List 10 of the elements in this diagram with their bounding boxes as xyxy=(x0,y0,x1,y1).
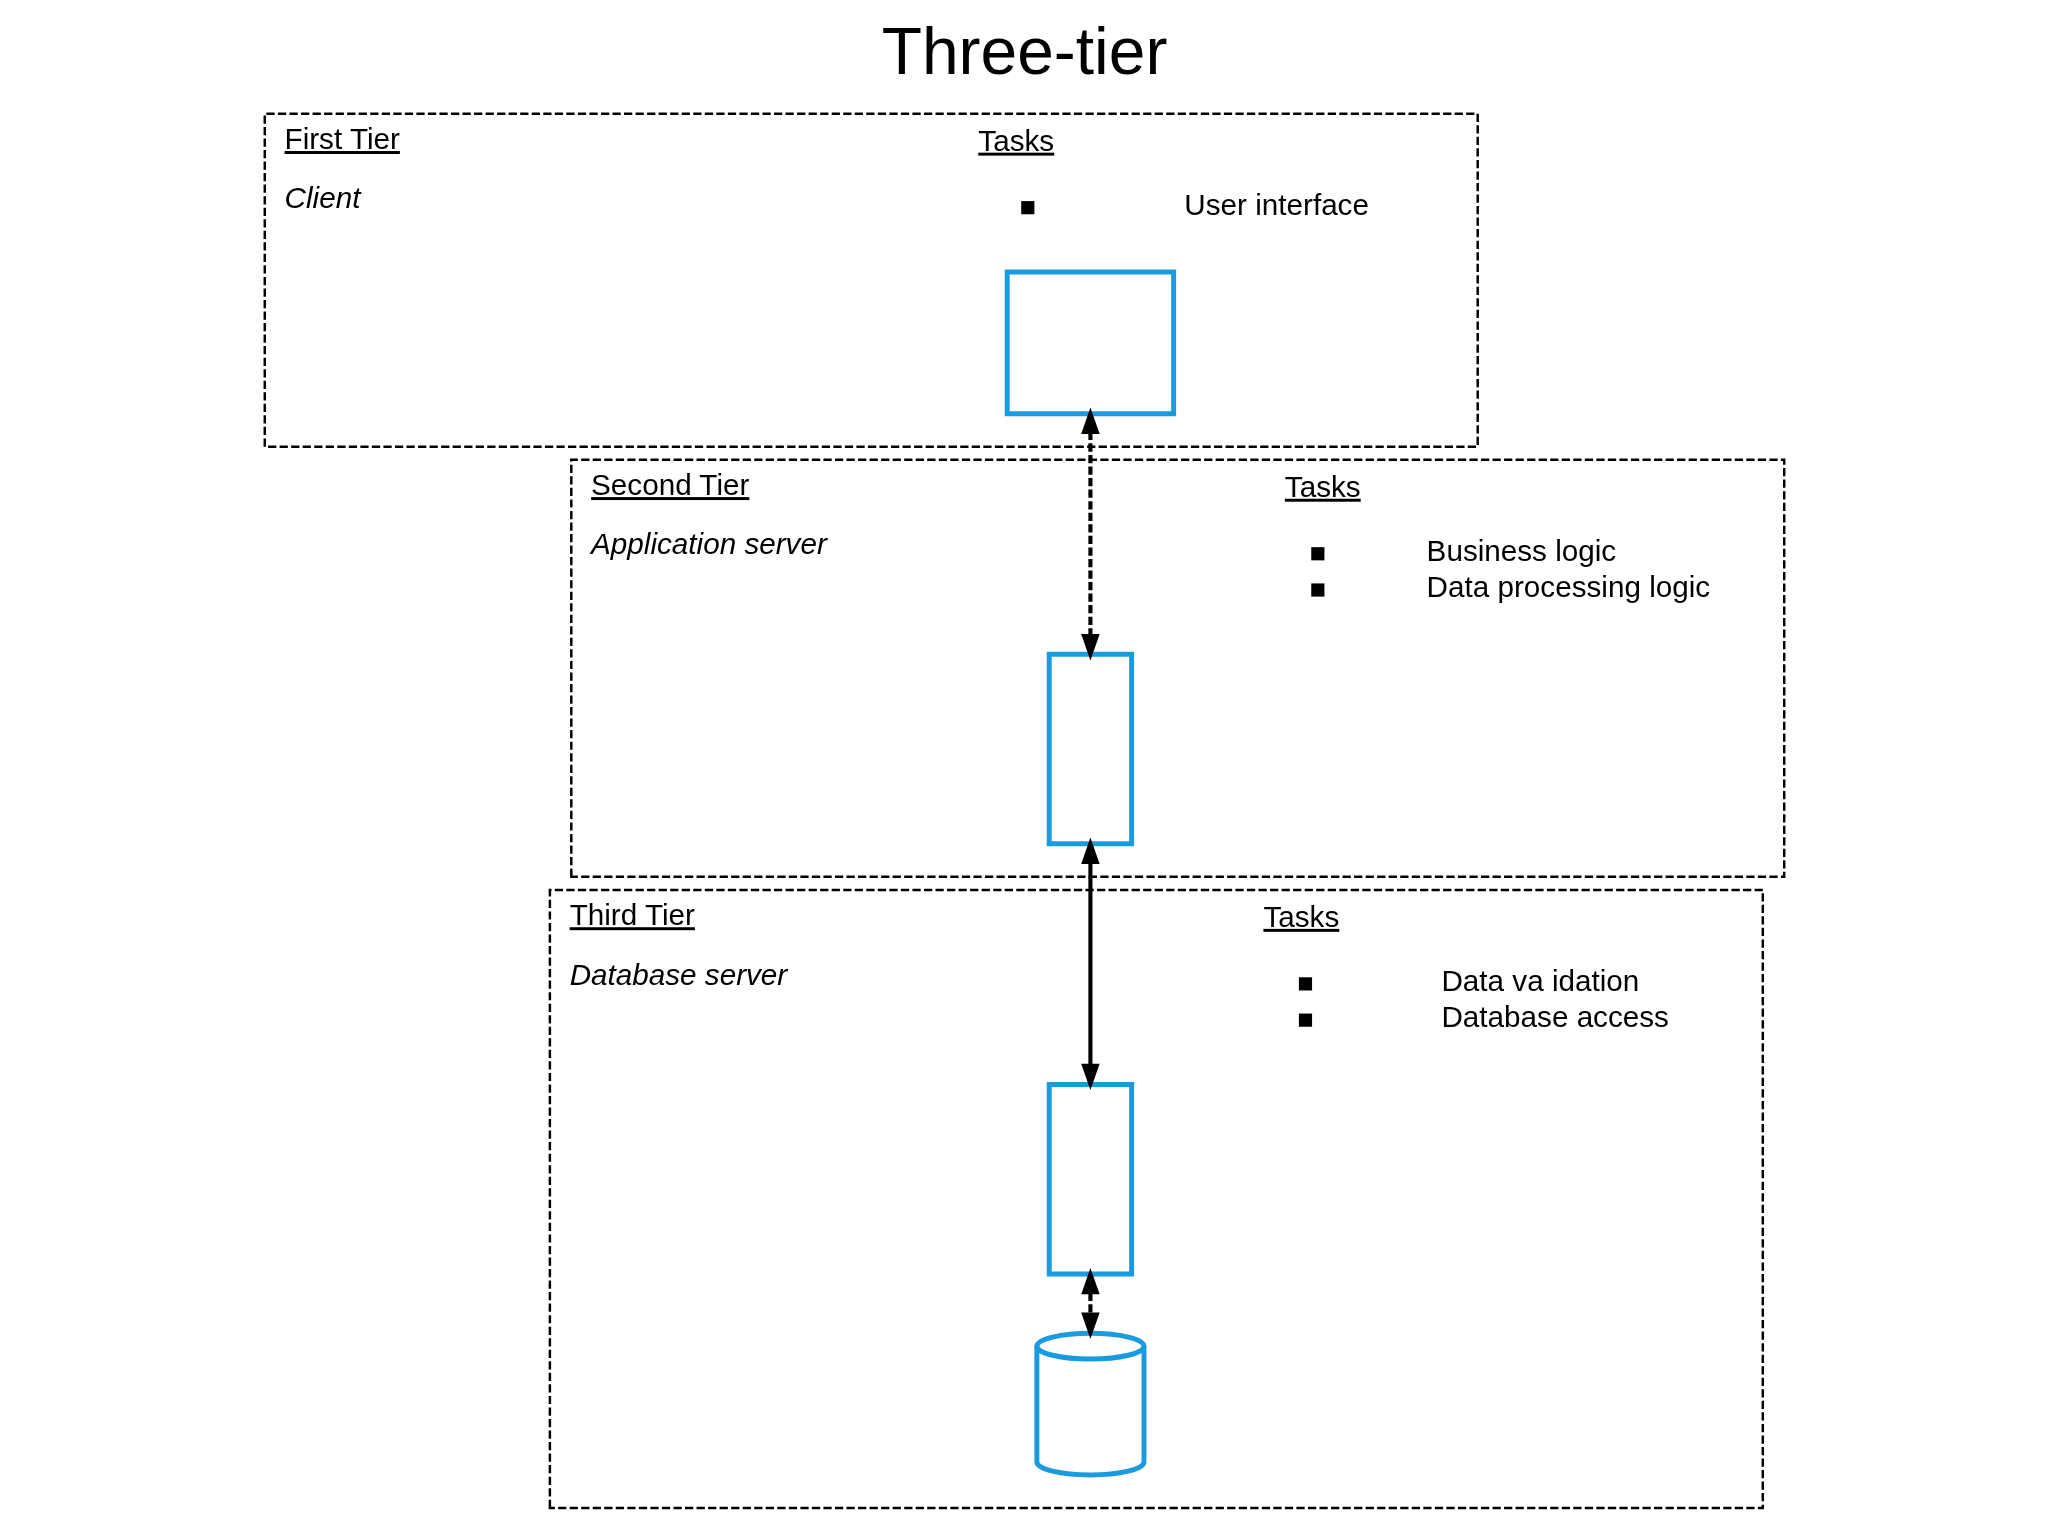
cluster: Second Tier Application server Tasks Business logic Data processing logic xyxy=(569,458,1785,878)
node-box xyxy=(1046,651,1134,847)
arrow xyxy=(1080,837,1100,1091)
node-box xyxy=(1046,1081,1134,1277)
cluster: Third Tier Database server Tasks Data va idation Database access xyxy=(548,888,1764,1510)
arrow xyxy=(1080,1267,1100,1340)
cluster: First Tier Client Tasks User interface xyxy=(263,112,1479,448)
node-box xyxy=(1004,269,1176,417)
arrow xyxy=(1080,407,1100,661)
diagram-title: Three-tier xyxy=(881,14,1167,89)
